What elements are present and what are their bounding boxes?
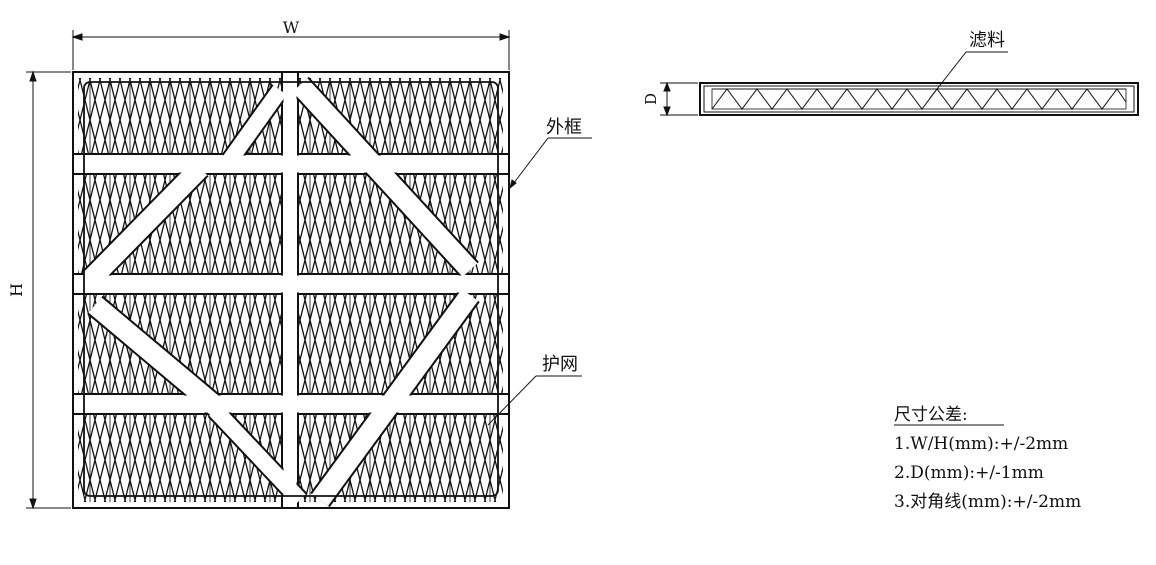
frame-callout-label: 外框 <box>546 117 582 138</box>
depth-label: D <box>642 93 660 105</box>
tolerance-line: 3.对角线(mm):+/-2mm <box>894 492 1081 512</box>
tolerance-title: 尺寸公差: <box>894 405 968 425</box>
mesh-leader-line <box>487 375 582 426</box>
height-label: H <box>7 283 26 297</box>
side-frame <box>699 82 1139 116</box>
front-view: W H 外框 护网 <box>7 18 592 510</box>
tolerance-notes: 尺寸公差: 1.W/H(mm):+/-2mm 2.D(mm):+/-1mm 3.… <box>894 405 1081 512</box>
side-view: D 滤料 <box>642 30 1139 117</box>
outer-frame <box>72 71 510 509</box>
width-label: W <box>283 18 300 37</box>
height-dimension <box>26 70 71 510</box>
tolerance-line: 2.D(mm):+/-1mm <box>894 463 1044 483</box>
side-frame-inner <box>703 85 1135 113</box>
frame-leader-line <box>509 137 592 190</box>
depth-dimension <box>660 81 698 117</box>
mesh-callout-label: 护网 <box>542 354 578 375</box>
inner-frame-edge <box>83 81 499 497</box>
media-callout-label: 滤料 <box>969 30 1005 51</box>
tolerance-line: 1.W/H(mm):+/-2mm <box>894 434 1068 454</box>
frame-support-strips <box>73 72 509 508</box>
width-dimension <box>71 30 511 70</box>
media-leader-line <box>929 51 1008 99</box>
pleat-zigzag <box>711 88 1127 110</box>
